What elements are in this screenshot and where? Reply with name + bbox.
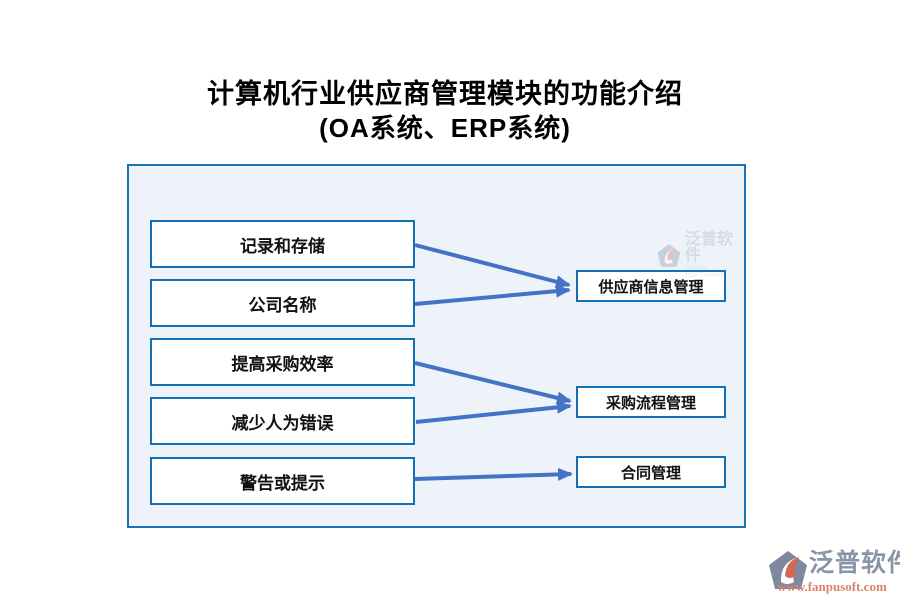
- right-box-label: 采购流程管理: [605, 394, 696, 412]
- arrow-efficiency-to-procurement: [414, 361, 572, 405]
- left-box-warning-prompt: 警告或提示: [150, 457, 415, 505]
- left-box-label: 提高采购效率: [231, 354, 334, 374]
- left-box-company-name: 公司名称: [150, 279, 415, 327]
- left-box-record-storage: 记录和存储: [150, 220, 415, 268]
- left-box-label: 警告或提示: [240, 473, 325, 493]
- right-box-label: 合同管理: [620, 464, 681, 482]
- watermark-brand: 泛普软件: [684, 231, 733, 264]
- arrow-record-to-supplier: [414, 243, 571, 289]
- fanpu-logo-icon: [769, 551, 807, 589]
- panel-watermark: 泛普软件 FANPU SOFTWARE: [657, 232, 744, 279]
- left-box-label: 公司名称: [248, 295, 317, 315]
- right-box-label: 供应商信息管理: [598, 278, 704, 296]
- footer-url: www.fanpusoft.com: [777, 579, 887, 594]
- arrow-errors-to-procurement: [415, 400, 572, 424]
- right-box-procurement-process-management: 采购流程管理: [576, 386, 726, 418]
- footer-logo: 泛普软件 www.fanpusoft.com: [768, 548, 900, 598]
- left-box-label: 减少人为错误: [231, 413, 334, 433]
- watermark-subtitle: FANPU SOFTWARE: [684, 265, 726, 279]
- page-title: 计算机行业供应商管理模块的功能介绍 (OA系统、ERP系统): [0, 78, 890, 144]
- right-box-contract-management: 合同管理: [576, 456, 726, 488]
- left-box-reduce-errors: 减少人为错误: [150, 397, 415, 445]
- diagram-panel: 记录和存储 公司名称 提高采购效率 减少人为错误 警告或提示 供应商信息管理 采…: [127, 164, 746, 528]
- footer-brand: 泛普软件: [809, 549, 900, 577]
- left-box-purchase-efficiency: 提高采购效率: [150, 338, 415, 386]
- title-line-1: 计算机行业供应商管理模块的功能介绍: [207, 79, 683, 109]
- left-box-label: 记录和存储: [240, 236, 325, 256]
- arrow-warning-to-contract: [414, 467, 573, 481]
- fanpu-logo-icon: [657, 244, 681, 267]
- arrow-company-to-supplier: [414, 284, 571, 306]
- right-box-supplier-info-management: 供应商信息管理: [576, 270, 726, 302]
- title-line-2: (OA系统、ERP系统): [319, 112, 571, 143]
